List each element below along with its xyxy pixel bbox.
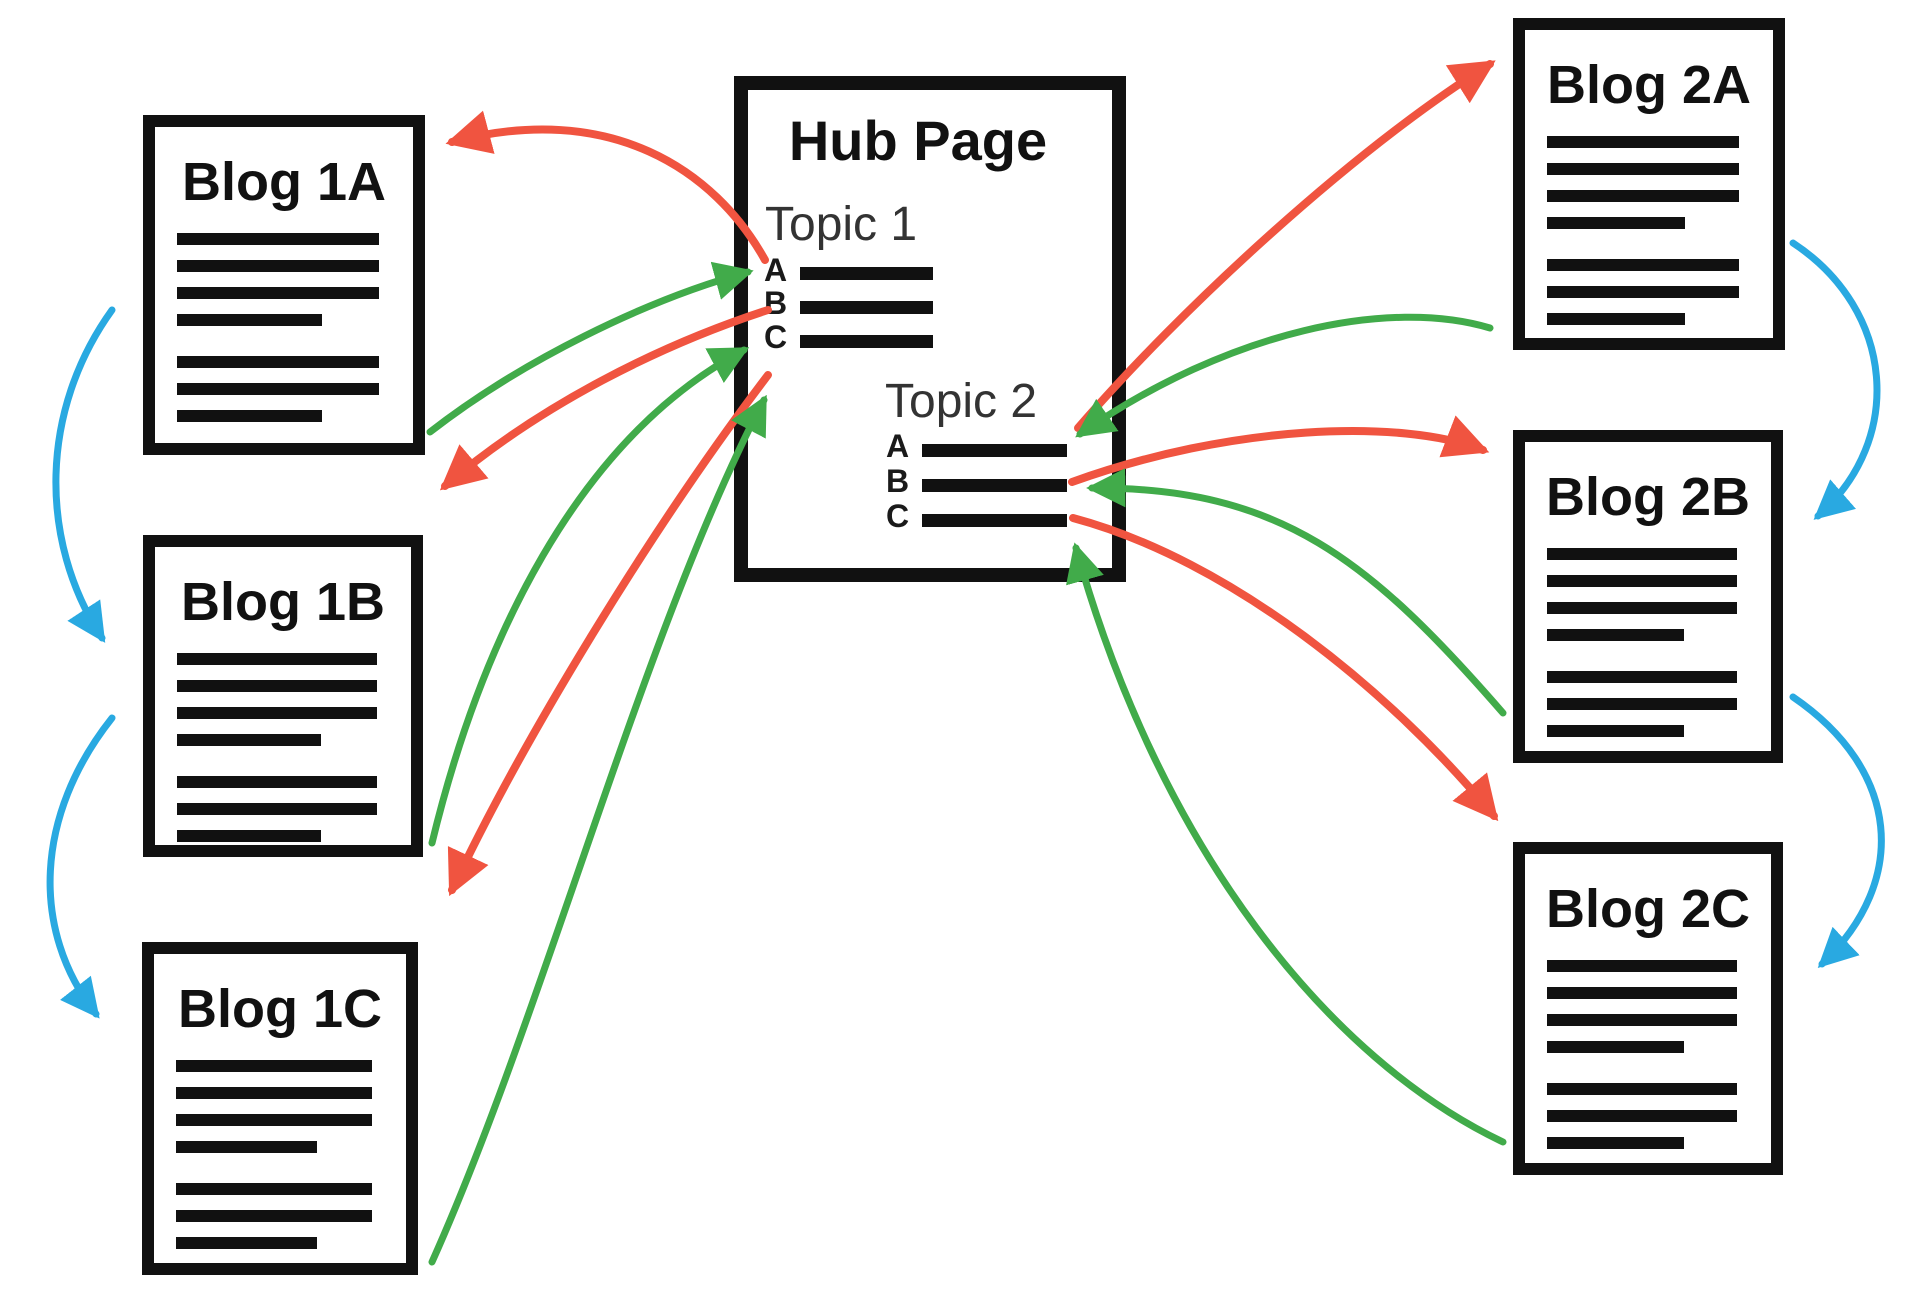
text-line-placeholder xyxy=(176,1087,372,1099)
text-line-placeholder xyxy=(177,653,377,665)
text-line-placeholder xyxy=(1547,698,1737,710)
text-line-placeholder xyxy=(1547,136,1739,148)
blog-2b-title: Blog 2B xyxy=(1546,467,1750,527)
text-line-placeholder xyxy=(177,776,377,788)
hub-topic-2-item-C-line xyxy=(922,514,1067,527)
text-line-placeholder xyxy=(177,356,379,368)
text-line-placeholder xyxy=(1547,259,1739,271)
blog-1c-box: Blog 1C xyxy=(142,942,418,1275)
hub-topic-1-item-A-line xyxy=(800,267,933,280)
text-line-placeholder xyxy=(177,830,321,842)
arrow-blue-blog-2b-to-blog-2c xyxy=(1789,693,1885,969)
text-line-placeholder xyxy=(177,734,321,746)
text-line-placeholder xyxy=(1547,313,1685,325)
text-line-placeholder xyxy=(177,803,377,815)
arrow-red-hub-topic2-C-to-blog-2c xyxy=(1069,514,1499,822)
text-line-placeholder xyxy=(1547,1110,1737,1122)
hub-topic-2-item-A-line xyxy=(922,444,1067,457)
arrow-green-blog-1a-to-hub-topic1-A xyxy=(426,261,754,436)
blog-2b-box: Blog 2B xyxy=(1513,430,1783,763)
text-line-placeholder xyxy=(1547,960,1737,972)
blog-1a-box: Blog 1A xyxy=(143,115,425,455)
blog-1b-box: Blog 1B xyxy=(143,535,423,857)
hub-page-title: Hub Page xyxy=(789,109,1047,172)
hub-topic-2-item-C: C xyxy=(886,498,909,534)
hub-topic-1-item-A: A xyxy=(764,252,787,288)
hub-topic-1-label: Topic 1 xyxy=(765,198,917,251)
text-line-placeholder xyxy=(1547,987,1737,999)
text-line-placeholder xyxy=(176,1210,372,1222)
text-line-placeholder xyxy=(177,680,377,692)
arrow-green-blog-1c-to-hub-topic1-C xyxy=(428,394,768,1266)
text-line-placeholder xyxy=(177,707,377,719)
blog-2a-box: Blog 2A xyxy=(1513,18,1785,350)
arrow-green-blog-1b-to-hub-topic1-B xyxy=(428,346,750,847)
blog-1b-title: Blog 1B xyxy=(181,572,385,632)
text-line-placeholder xyxy=(176,1183,372,1195)
blog-2c-box: Blog 2C xyxy=(1513,842,1783,1175)
arrow-blue-blog-2a-to-blog-2b xyxy=(1789,239,1881,520)
text-line-placeholder xyxy=(1547,1041,1684,1053)
hub-topic-1-item-B: B xyxy=(764,285,787,321)
text-line-placeholder xyxy=(1547,1014,1737,1026)
blog-1b-border xyxy=(143,535,423,857)
text-line-placeholder xyxy=(1547,671,1737,683)
text-line-placeholder xyxy=(177,314,322,326)
blog-1a-title: Blog 1A xyxy=(182,152,386,212)
arrow-red-hub-topic1-B-to-blog-1b xyxy=(439,306,772,491)
text-line-placeholder xyxy=(176,1141,317,1153)
arrow-red-hub-topic1-A-to-blog-1a xyxy=(445,110,769,264)
hub-topic-1-item-C: C xyxy=(764,319,787,355)
text-line-placeholder xyxy=(1547,163,1739,175)
arrow-red-hub-topic2-B-to-blog-2b xyxy=(1068,415,1490,486)
text-line-placeholder xyxy=(1547,602,1737,614)
text-line-placeholder xyxy=(177,410,322,422)
text-line-placeholder xyxy=(177,287,379,299)
text-line-placeholder xyxy=(176,1060,372,1072)
text-line-placeholder xyxy=(177,233,379,245)
text-line-placeholder xyxy=(1547,286,1739,298)
hub-topic-2-item-B-line xyxy=(922,479,1067,492)
arrow-green-blog-2c-to-hub-topic2-C xyxy=(1066,542,1507,1146)
text-line-placeholder xyxy=(1547,629,1684,641)
blog-1c-title: Blog 1C xyxy=(178,979,382,1039)
hub-page-border xyxy=(734,76,1126,582)
arrow-green-blog-2b-to-hub-topic2-B xyxy=(1086,468,1507,717)
text-line-placeholder xyxy=(1547,548,1737,560)
text-line-placeholder xyxy=(1547,1083,1737,1095)
hub-topic-2-item-A: A xyxy=(886,428,909,464)
text-line-placeholder xyxy=(176,1237,317,1249)
text-line-placeholder xyxy=(1547,1137,1684,1149)
hub-topic-2-item-B: B xyxy=(886,463,909,499)
blog-2a-title: Blog 2A xyxy=(1547,55,1751,115)
text-line-placeholder xyxy=(1547,725,1684,737)
text-line-placeholder xyxy=(177,260,379,272)
arrow-red-hub-topic2-A-to-blog-2a xyxy=(1074,60,1496,432)
text-line-placeholder xyxy=(177,383,379,395)
hub-topic-1-item-C-line xyxy=(800,335,933,348)
hub-topic-2-label: Topic 2 xyxy=(885,375,1037,428)
hub-topic-1-item-B-line xyxy=(800,301,933,314)
blog-2c-title: Blog 2C xyxy=(1546,879,1750,939)
text-line-placeholder xyxy=(176,1114,372,1126)
text-line-placeholder xyxy=(1547,190,1739,202)
arrow-blue-blog-1b-to-blog-1c xyxy=(46,714,116,1019)
text-line-placeholder xyxy=(1547,217,1685,229)
arrow-green-blog-2a-to-hub-topic2-A xyxy=(1075,313,1494,438)
text-line-placeholder xyxy=(1547,575,1737,587)
arrow-red-hub-topic1-C-to-blog-1c xyxy=(447,371,772,897)
arrow-blue-blog-1a-to-blog-1b xyxy=(52,306,116,643)
